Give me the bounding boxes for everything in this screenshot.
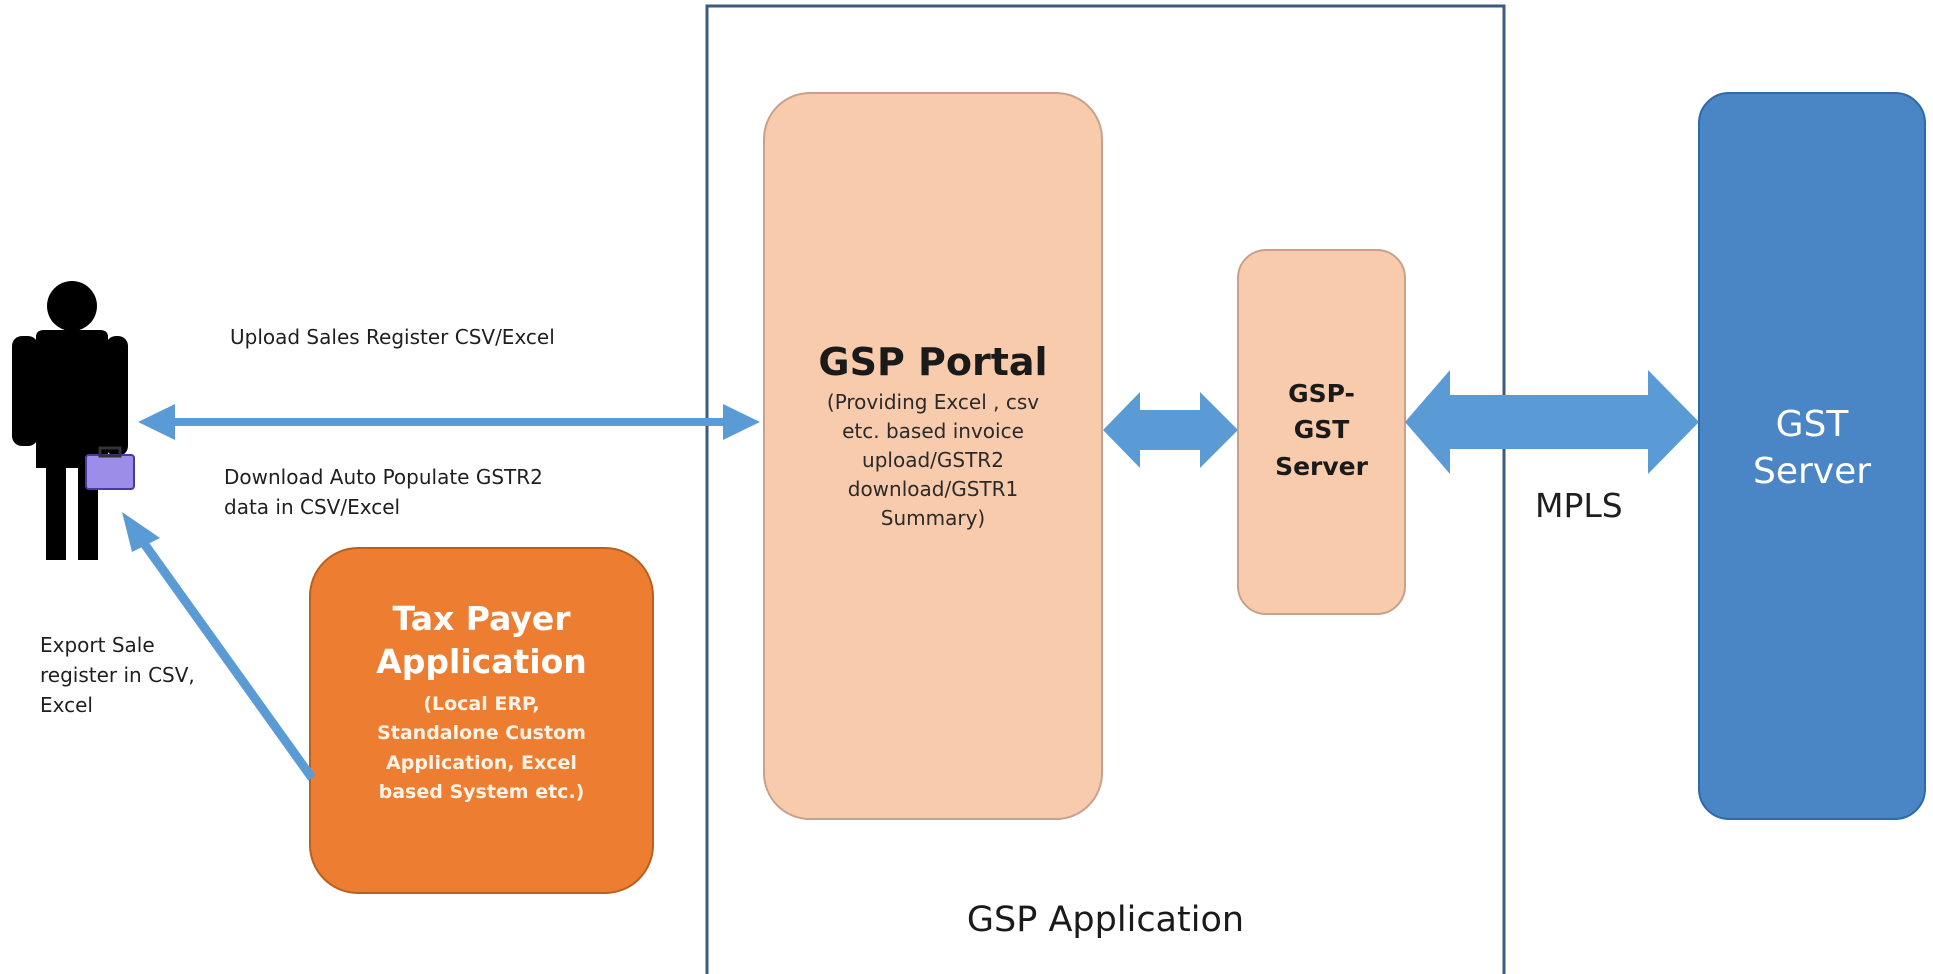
gsp-portal-description: (Providing Excel , csv etc. based invoic… (764, 388, 1102, 533)
upload-download-arrow (138, 404, 760, 440)
gsp-gst-server-line: Server (1275, 451, 1368, 481)
gsp-gst-server-text: GSP- GST Server (1238, 376, 1405, 485)
taxpayer-app-title-line: Application (376, 641, 587, 681)
gsp-portal-line: download/GSTR1 (847, 477, 1019, 501)
upload-label: Upload Sales Register CSV/Excel (230, 325, 555, 349)
export-label-line: Excel (40, 693, 93, 717)
gsp-portal-line: upload/GSTR2 (862, 448, 1004, 472)
taxpayer-app-sub-line: (Local ERP, (423, 692, 540, 715)
taxpayer-app-sub-line: Application, Excel (386, 751, 577, 774)
taxpayer-app-sub-line: based System etc.) (378, 781, 585, 804)
taxpayer-application-text: Tax Payer Application (Local ERP, Standa… (310, 598, 653, 808)
download-label-line: Download Auto Populate GSTR2 (224, 465, 543, 489)
gsp-gst-server-box[interactable] (1237, 249, 1406, 615)
gsp-application-frame (705, 4, 1506, 974)
export-label: Export Sale register in CSV, Excel (40, 630, 195, 720)
gsp-portal-box[interactable] (763, 92, 1103, 820)
person-with-briefcase-icon (12, 281, 135, 560)
export-arrow (122, 512, 316, 781)
gsp-gst-server-line: GST (1293, 415, 1350, 445)
gst-server-text: GST Server (1699, 402, 1925, 496)
gsp-portal-line: Summary) (880, 506, 986, 530)
gst-server-box[interactable] (1698, 92, 1926, 820)
gsp-portal-text: GSP Portal (Providing Excel , csv etc. b… (764, 340, 1102, 533)
taxpayer-app-sub-line: Standalone Custom (377, 722, 586, 745)
mpls-label: MPLS (1535, 486, 1623, 525)
gst-server-line: Server (1752, 450, 1872, 492)
gsp-portal-title: GSP Portal (818, 340, 1048, 384)
download-label-line: data in CSV/Excel (224, 495, 401, 519)
export-label-line: Export Sale (40, 633, 155, 657)
gsp-gst-server-line: GSP- (1288, 379, 1355, 408)
gsp-portal-line: etc. based invoice (842, 419, 1024, 443)
portal-server-arrow (1103, 392, 1238, 468)
gsp-portal-line: (Providing Excel , csv (826, 390, 1040, 414)
taxpayer-app-title-line: Tax Payer (392, 599, 571, 638)
mpls-arrow (1405, 370, 1699, 474)
export-label-line: register in CSV, (40, 663, 195, 687)
taxpayer-application-box[interactable] (309, 547, 654, 894)
gsp-application-label: GSP Application (966, 900, 1245, 940)
gst-server-line: GST (1775, 404, 1849, 445)
download-label: Download Auto Populate GSTR2 data in CSV… (224, 462, 543, 522)
